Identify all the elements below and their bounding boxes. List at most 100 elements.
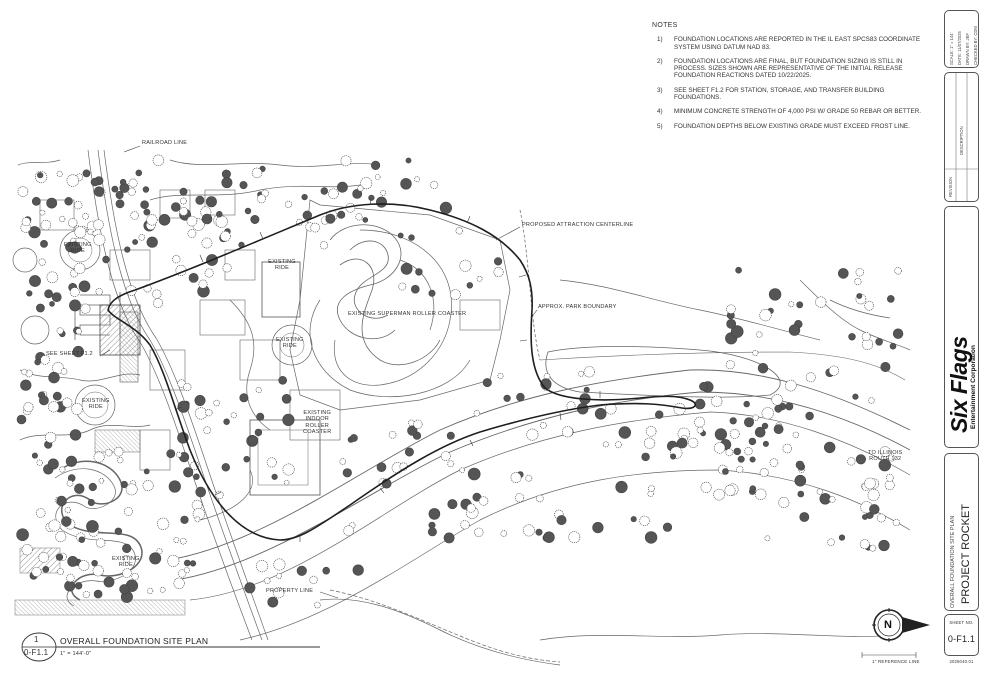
tree-symbol	[68, 241, 81, 254]
tree-symbol	[761, 422, 769, 430]
tree-symbol	[761, 407, 774, 420]
tree-symbol	[37, 172, 44, 179]
tree-symbol	[676, 437, 688, 449]
tree-symbol	[157, 517, 170, 530]
property-line-label: PROPERTY LINE	[266, 588, 314, 594]
meta-checked-by: CHECKED BY: CDM	[973, 26, 978, 65]
tree-symbol	[700, 481, 712, 493]
existing-ride-label-1: EXISTING RIDE	[64, 242, 92, 255]
tree-symbol	[797, 490, 805, 498]
tree-symbol	[754, 488, 767, 500]
tree-symbol	[756, 331, 763, 338]
tree-symbol	[138, 234, 146, 241]
tree-symbol	[310, 222, 320, 233]
tree-symbol	[711, 395, 723, 407]
reference-scale-bar	[861, 652, 917, 658]
tree-symbol	[40, 239, 48, 248]
tree-symbol	[405, 157, 412, 164]
tree-symbol	[514, 493, 525, 503]
tree-symbol	[856, 293, 863, 299]
tree-symbol	[864, 477, 876, 490]
tree-symbol	[639, 515, 650, 527]
tree-symbol	[467, 467, 481, 481]
meta-scale: SCALE: 1" = 144'	[949, 32, 954, 65]
north-letter: N	[884, 619, 893, 631]
tree-symbol	[171, 202, 181, 212]
tree-symbol	[190, 461, 200, 471]
tree-symbol	[201, 213, 213, 225]
tree-symbol	[854, 278, 862, 286]
tree-symbol	[794, 474, 807, 487]
tree-symbol	[46, 197, 58, 209]
tree-symbol	[244, 582, 256, 594]
tree-symbol	[352, 564, 364, 576]
tree-symbol	[44, 431, 57, 444]
tree-symbol	[440, 451, 451, 461]
tree-symbol	[48, 519, 61, 532]
tree-symbol	[342, 468, 352, 478]
tree-symbol	[368, 194, 375, 201]
tree-symbol	[319, 241, 329, 250]
tree-symbol	[644, 531, 658, 544]
tree-symbol	[737, 455, 745, 463]
tree-symbol	[67, 556, 79, 567]
tree-symbol	[713, 488, 725, 501]
tree-symbol	[726, 304, 736, 314]
tree-symbol	[447, 460, 455, 468]
tree-symbol	[122, 543, 132, 554]
description-col-label: DESCRIPTION	[959, 126, 964, 155]
tree-symbol	[74, 262, 86, 275]
tree-symbol	[114, 527, 123, 535]
tree-symbol	[535, 494, 544, 503]
tree-symbol	[875, 337, 883, 346]
tree-symbol	[662, 522, 673, 532]
tree-symbol	[670, 453, 677, 460]
tree-symbol	[819, 493, 831, 505]
tree-symbol	[64, 506, 71, 514]
tree-symbol	[16, 414, 27, 425]
tree-symbol	[220, 230, 231, 242]
tree-symbol	[186, 215, 198, 227]
tree-symbol	[130, 211, 139, 220]
tree-symbol	[443, 532, 455, 544]
tree-symbol	[239, 393, 249, 403]
tree-symbol	[149, 552, 162, 565]
tree-symbol	[103, 576, 115, 588]
six-flags-logo: Six Flags	[946, 336, 972, 433]
tree-symbol	[119, 584, 130, 595]
tree-symbol	[556, 515, 567, 526]
tree-symbol	[828, 496, 836, 503]
tree-symbol	[168, 480, 181, 493]
tree-symbol	[36, 459, 43, 466]
tree-symbol	[694, 398, 706, 410]
tree-symbol	[892, 518, 901, 527]
tree-symbol	[455, 227, 463, 235]
tree-symbol	[847, 457, 856, 466]
tree-symbol	[29, 275, 41, 287]
title-block-meta: SCALE: 1" = 144' DATE: 11/07/2025 DRAWN …	[944, 10, 979, 68]
tree-symbol	[95, 288, 103, 296]
tree-symbol	[583, 366, 595, 378]
tree-symbol	[78, 280, 91, 293]
tree-symbol	[759, 309, 772, 322]
existing-ride-label-4: EXISTING RIDE	[112, 556, 140, 569]
revision-col-label: REVISION	[948, 176, 953, 197]
tree-symbol	[183, 382, 192, 392]
tree-symbol	[198, 279, 208, 289]
tree-symbol	[47, 458, 59, 470]
tree-symbol	[93, 186, 105, 197]
tree-symbol	[744, 447, 753, 456]
tree-symbol	[762, 440, 769, 447]
tree-symbol	[146, 236, 158, 248]
tree-symbol	[699, 381, 709, 391]
tree-symbol	[526, 428, 539, 441]
tree-symbol	[594, 407, 607, 420]
tree-symbol	[375, 196, 387, 208]
tree-symbol	[140, 200, 149, 209]
sheet-title-text: OVERALL FOUNDATION SITE PLAN	[950, 515, 956, 608]
tree-symbol	[215, 490, 224, 500]
tree-symbol	[815, 296, 827, 308]
tree-symbol	[322, 566, 331, 575]
tree-symbol	[696, 426, 704, 434]
tree-symbol	[111, 185, 119, 193]
